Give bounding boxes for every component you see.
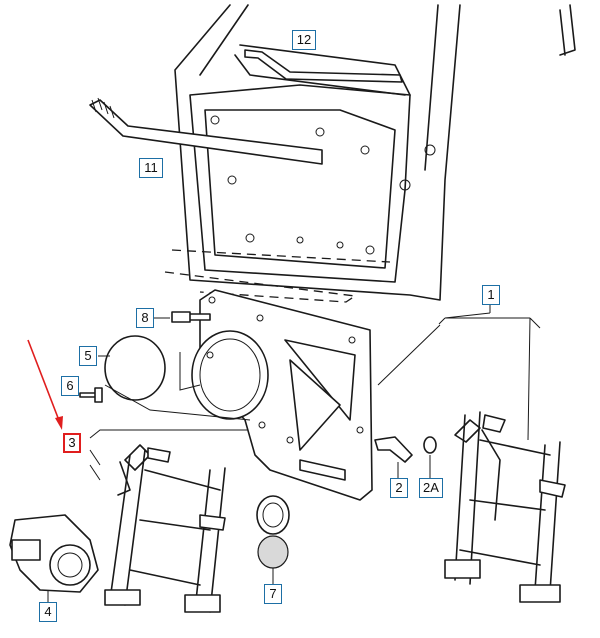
highlight-arrow <box>27 339 61 424</box>
cover-cap <box>257 535 289 569</box>
callout-2a[interactable]: 2A <box>419 478 443 498</box>
sealing-membrane <box>104 335 166 401</box>
window-seal-upper <box>244 49 403 83</box>
callout-2[interactable]: 2 <box>390 478 408 498</box>
cover-ring <box>256 495 290 535</box>
callout-12[interactable]: 12 <box>292 30 316 50</box>
window-regulator-right <box>444 411 566 603</box>
callout-1[interactable]: 1 <box>482 285 500 305</box>
window-regulator-left <box>104 444 226 613</box>
assembly-carrier <box>191 289 373 501</box>
crank-handle <box>374 436 413 463</box>
door-frame <box>174 4 576 301</box>
callout-7[interactable]: 7 <box>264 584 282 604</box>
screw-6 <box>79 387 103 403</box>
window-seal-lower <box>89 99 323 165</box>
rosette <box>423 436 437 454</box>
callout-4[interactable]: 4 <box>39 602 57 622</box>
bolt-8 <box>171 311 211 323</box>
callout-6[interactable]: 6 <box>61 376 79 396</box>
callout-8[interactable]: 8 <box>136 308 154 328</box>
callout-11[interactable]: 11 <box>139 158 163 178</box>
window-motor <box>9 514 99 602</box>
callout-5[interactable]: 5 <box>79 346 97 366</box>
callout-3[interactable]: 3 <box>63 433 81 453</box>
